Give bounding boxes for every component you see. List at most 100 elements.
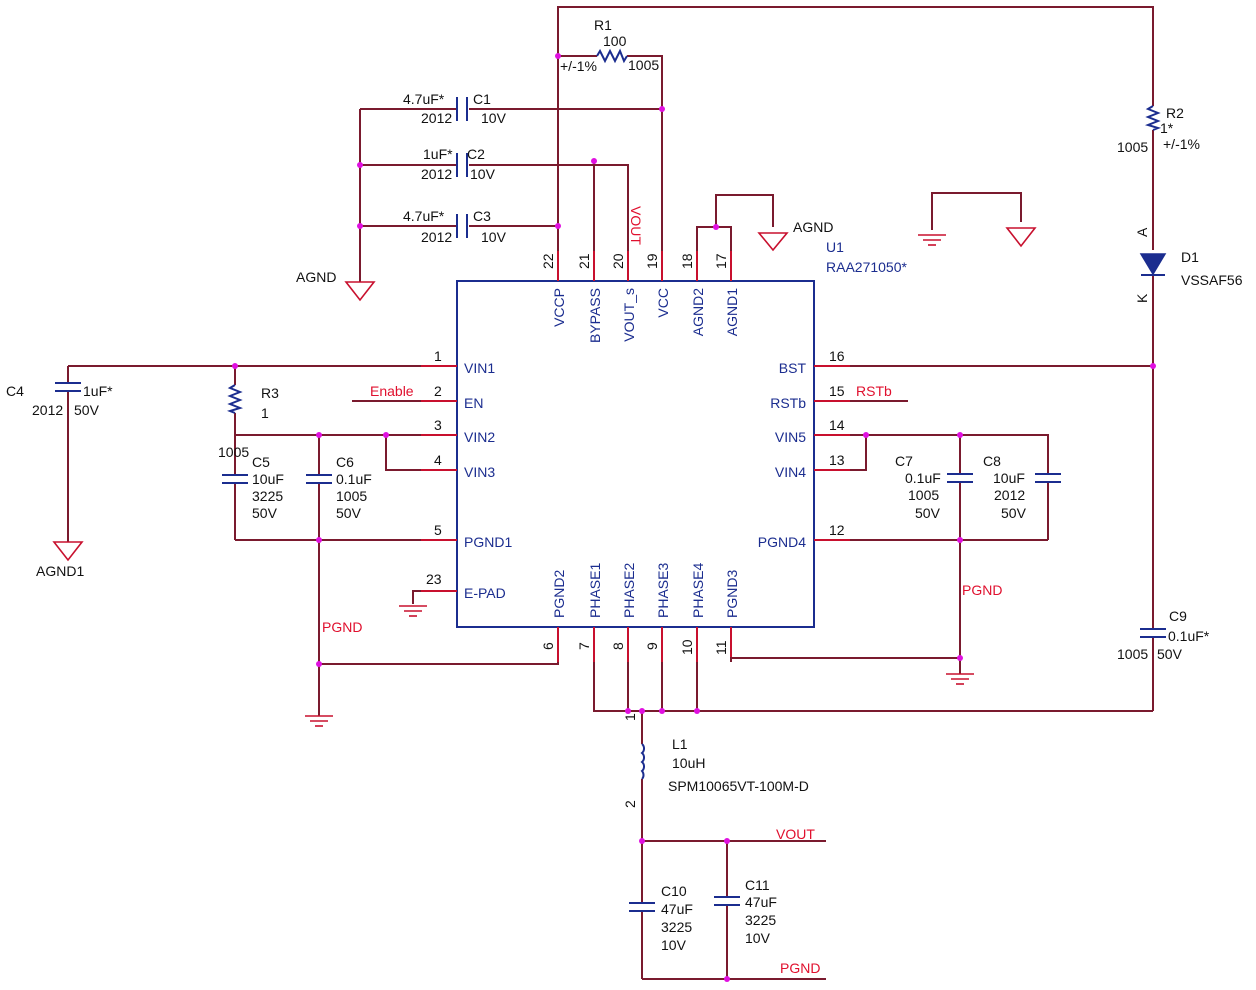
- pin-num-3: 3: [434, 417, 442, 433]
- resistor-r2-symbol: [1144, 105, 1162, 131]
- pin-name-epad: E-PAD: [464, 585, 506, 601]
- net-label-pgnd-right: PGND: [962, 582, 1002, 598]
- c3-voltage: 10V: [481, 229, 507, 245]
- c6-size: 1005: [336, 488, 367, 504]
- pin-name-vccp: VCCP: [551, 288, 567, 327]
- pin-name-bypass: BYPASS: [587, 288, 603, 343]
- pin-name-vin4: VIN4: [775, 464, 806, 480]
- pin-name-vin1: VIN1: [464, 360, 495, 376]
- pin-name-pgnd1: PGND1: [464, 534, 512, 550]
- c1-ref: C1: [473, 91, 491, 107]
- r1-ref: R1: [594, 17, 612, 33]
- r1-tolerance: +/-1%: [560, 58, 597, 74]
- c8-ref: C8: [983, 453, 1001, 469]
- pin-num-4: 4: [434, 452, 442, 468]
- pin-name-agnd1: AGND1: [724, 288, 740, 336]
- pin-num-21: 21: [576, 253, 592, 269]
- pin-num-7: 7: [576, 642, 592, 650]
- pin-name-phase3: PHASE3: [655, 563, 671, 618]
- r3-value: 1: [261, 405, 269, 421]
- c7-value: 0.1uF: [905, 470, 941, 486]
- c4-ref: C4: [6, 383, 24, 399]
- pin-name-agnd2: AGND2: [690, 288, 706, 336]
- earth-ground-icon-pgnd-left: [305, 715, 333, 727]
- d1-ref: D1: [1181, 249, 1199, 265]
- pin-num-19: 19: [644, 253, 660, 269]
- l1-part: SPM10065VT-100M-D: [668, 778, 809, 794]
- c1-value: 4.7uF*: [403, 91, 445, 107]
- net-label-pgnd-left: PGND: [322, 619, 362, 635]
- c7-ref: C7: [895, 453, 913, 469]
- pin-name-pgnd2: PGND2: [551, 570, 567, 618]
- r2-value: 1*: [1160, 120, 1174, 136]
- triangle-ground-icon: [1005, 227, 1037, 248]
- c6-voltage: 50V: [336, 505, 362, 521]
- wires: [67, 6, 1154, 980]
- pin-num-23: 23: [426, 571, 442, 587]
- c11-size: 3225: [745, 912, 776, 928]
- c2-ref: C2: [467, 146, 485, 162]
- net-label-enable: Enable: [370, 383, 414, 399]
- earth-ground-icon-epad: [399, 605, 427, 617]
- c11-value: 47uF: [745, 894, 777, 910]
- agnd-ground-icon: [344, 281, 376, 302]
- l1-ref: L1: [672, 736, 688, 752]
- c10-size: 3225: [661, 919, 692, 935]
- earth-ground-icon-top: [918, 234, 946, 246]
- l1-value: 10uH: [672, 755, 705, 771]
- pin-num-8: 8: [610, 642, 626, 650]
- pin-name-pgnd4: PGND4: [758, 534, 806, 550]
- pin-num-6: 6: [540, 642, 556, 650]
- c8-value: 10uF: [993, 470, 1025, 486]
- net-label-rstb: RSTb: [856, 383, 892, 399]
- r2-ref: R2: [1166, 105, 1184, 121]
- c2-value: 1uF*: [423, 146, 453, 162]
- c9-value: 0.1uF*: [1168, 628, 1210, 644]
- ic-ref: U1: [826, 239, 844, 255]
- pin-name-en: EN: [464, 395, 483, 411]
- c10-ref: C10: [661, 883, 687, 899]
- pin-name-phase4: PHASE4: [690, 563, 706, 618]
- c11-voltage: 10V: [745, 930, 771, 946]
- c9-size: 1005: [1117, 646, 1148, 662]
- c6-ref: C6: [336, 454, 354, 470]
- r1-size: 1005: [628, 57, 659, 73]
- c5-value: 10uF: [252, 471, 284, 487]
- c1-voltage: 10V: [481, 110, 507, 126]
- pin-name-vin3: VIN3: [464, 464, 495, 480]
- agnd1-ground-icon: [52, 541, 84, 562]
- c3-ref: C3: [473, 208, 491, 224]
- net-label-vout: VOUT: [776, 826, 815, 842]
- r3-size: 1005: [218, 444, 249, 460]
- c10-voltage: 10V: [661, 937, 687, 953]
- c8-voltage: 50V: [1001, 505, 1027, 521]
- pin-name-bst: BST: [779, 360, 807, 376]
- c1-size: 2012: [421, 110, 452, 126]
- pin-name-vout-s: VOUT_s: [621, 288, 637, 342]
- c3-value: 4.7uF*: [403, 208, 445, 224]
- pin-name-vin2: VIN2: [464, 429, 495, 445]
- c4-voltage: 50V: [74, 402, 100, 418]
- c11-ref: C11: [745, 877, 770, 893]
- r2-size: 1005: [1117, 139, 1148, 155]
- r2-tolerance: +/-1%: [1163, 136, 1200, 152]
- r3-ref: R3: [261, 385, 279, 401]
- agnd-top-ground-icon: [757, 232, 789, 252]
- c9-voltage: 50V: [1157, 646, 1183, 662]
- pin-num-15: 15: [829, 383, 845, 399]
- r1-value: 100: [603, 33, 627, 49]
- resistor-r1-symbol: [596, 48, 628, 64]
- pin-num-12: 12: [829, 522, 845, 538]
- pin-name-vin5: VIN5: [775, 429, 806, 445]
- c4-size: 2012: [32, 402, 63, 418]
- pin-num-16: 16: [829, 348, 845, 364]
- c6-value: 0.1uF: [336, 471, 372, 487]
- pin-num-11: 11: [713, 640, 729, 655]
- net-label-pgnd-bottom: PGND: [780, 960, 820, 976]
- junction-dots: [232, 53, 1156, 982]
- c3-size: 2012: [421, 229, 452, 245]
- d1-anode-label: A: [1134, 227, 1150, 237]
- c5-size: 3225: [252, 488, 283, 504]
- pin-num-1: 1: [434, 348, 442, 364]
